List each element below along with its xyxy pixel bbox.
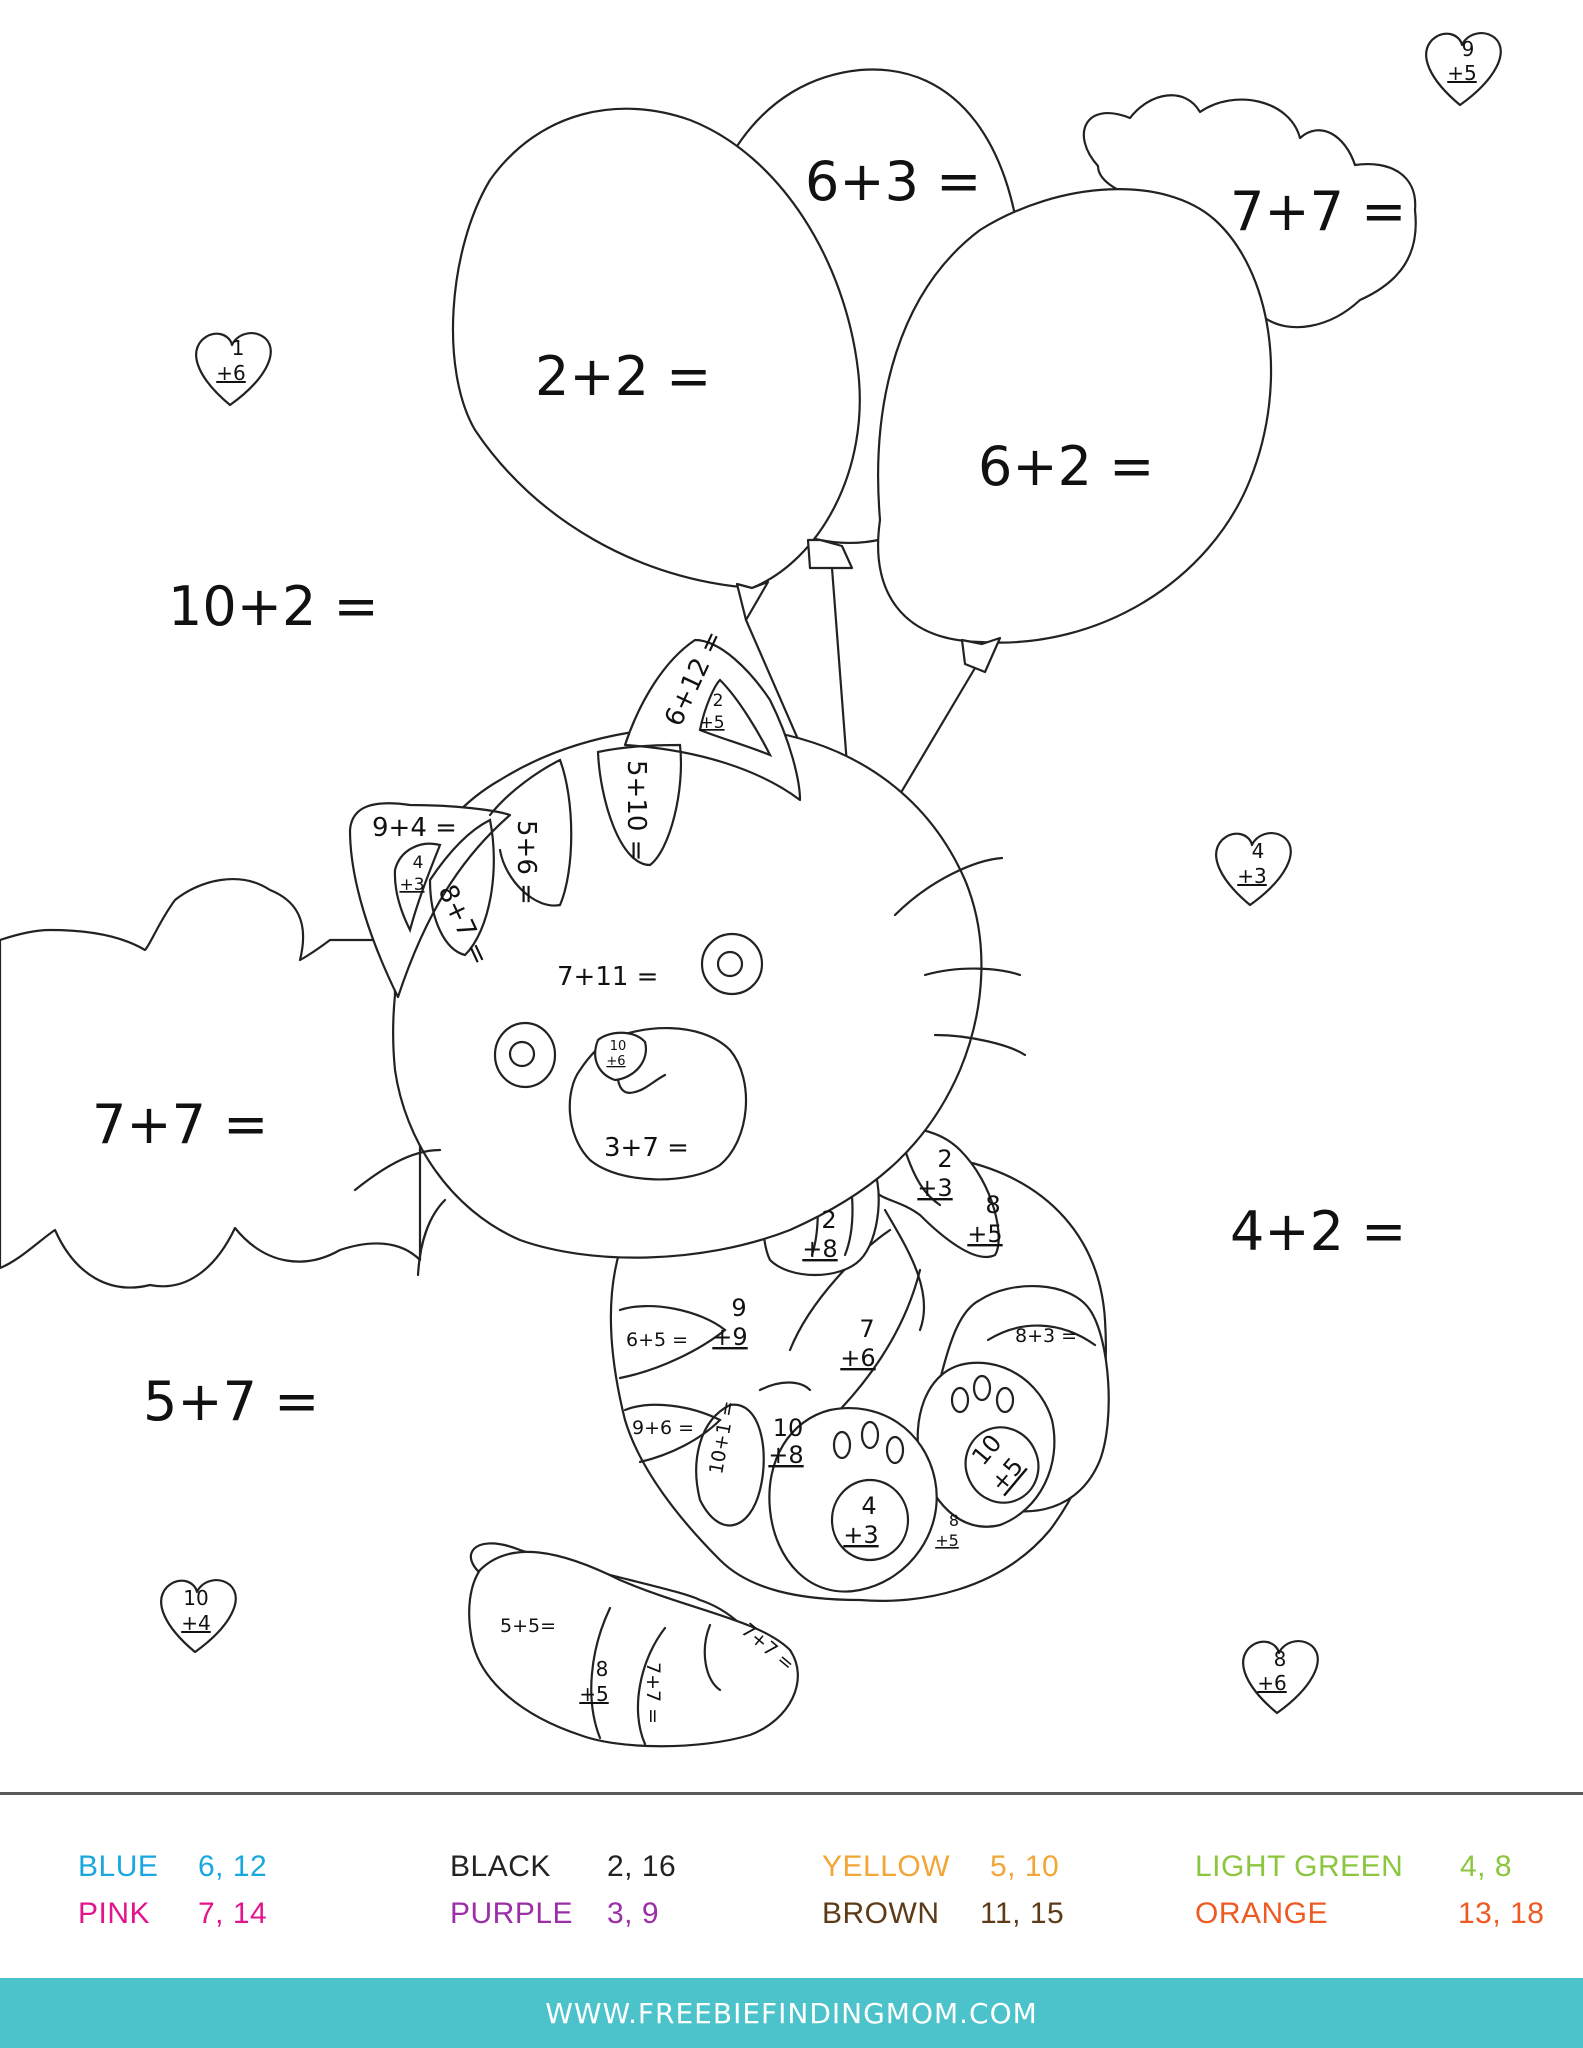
cat-head bbox=[392, 725, 983, 1259]
cat-foot-left-bottom: +3 bbox=[843, 1521, 878, 1549]
left-cloud bbox=[0, 878, 422, 1289]
cat-nose-top: 10 bbox=[610, 1039, 627, 1054]
heart-5-bottom: +6 bbox=[1257, 1671, 1286, 1695]
cat-paw-front-top: 2 bbox=[821, 1206, 836, 1234]
balloon-left-problem: 2+2 = bbox=[535, 345, 711, 408]
heart-mid-right bbox=[1215, 832, 1292, 907]
cat-ear-left-inner-bottom: +3 bbox=[399, 875, 424, 895]
legend-pink-name: PINK bbox=[78, 1897, 151, 1930]
cat-belly-mid-top: 7 bbox=[859, 1315, 874, 1343]
heart-bottom-left bbox=[160, 1579, 237, 1654]
heart-1-top: 9 bbox=[1462, 37, 1475, 61]
cat-hind-stripe-problem: 8+3 = bbox=[1015, 1325, 1077, 1347]
cat-belly-top-top: 9 bbox=[731, 1294, 746, 1322]
cat-face-problem: 7+11 = bbox=[557, 962, 658, 992]
cat-right-ear bbox=[623, 638, 802, 802]
cat-tail-tip-problem: 5+5= bbox=[500, 1615, 556, 1637]
coloring-picture: 6+3 = 2+2 = 6+2 = 7+7 = 10+2 = 7+7 = 4+2… bbox=[0, 32, 1502, 1748]
cat-bow-right-bottom: +5 bbox=[967, 1220, 1002, 1248]
divider-line bbox=[0, 1792, 1583, 1795]
cat-foot-left-top: 4 bbox=[861, 1492, 876, 1520]
legend-light-green-values: 4, 8 bbox=[1460, 1850, 1513, 1883]
cat-belly-top-bottom: +9 bbox=[712, 1323, 747, 1351]
legend-purple-name: PURPLE bbox=[450, 1897, 574, 1930]
cat-leg-a-top: 10 bbox=[773, 1414, 804, 1442]
top-cloud-problem: 7+7 = bbox=[1230, 180, 1406, 243]
heart-top-right bbox=[1425, 32, 1502, 107]
legend-yellow-name: YELLOW bbox=[822, 1850, 951, 1883]
heart-3-bottom: +3 bbox=[1237, 864, 1266, 888]
cat-between-feet-bottom: +5 bbox=[935, 1531, 959, 1550]
problem-4-plus-2: 4+2 = bbox=[1230, 1200, 1406, 1263]
legend-black-name: BLACK bbox=[450, 1850, 551, 1883]
legend-black-values: 2, 16 bbox=[607, 1850, 677, 1883]
cat-bow-knot-top: 2 bbox=[937, 1145, 952, 1173]
heart-1-bottom: +5 bbox=[1447, 61, 1476, 85]
cat-stripe-3-problem: 5+10 = bbox=[621, 760, 651, 861]
balloon-back-problem: 6+3 = bbox=[805, 150, 981, 213]
color-key: BLUE 6, 12 PINK 7, 14 BLACK 2, 16 PURPLE… bbox=[0, 1795, 1583, 1980]
heart-5-top: 8 bbox=[1274, 1647, 1287, 1671]
problem-10-plus-2: 10+2 = bbox=[168, 575, 379, 638]
heart-2-top: 1 bbox=[232, 336, 245, 360]
balloon-left bbox=[451, 107, 861, 590]
cat-ear-left-inner-top: 4 bbox=[413, 853, 424, 873]
heart-left bbox=[195, 332, 272, 407]
cat-stripe-2-problem: 5+6 = bbox=[511, 820, 541, 905]
legend-light-green-name: LIGHT GREEN bbox=[1195, 1850, 1404, 1883]
cat-muzzle-problem: 3+7 = bbox=[604, 1133, 689, 1163]
footer-url[interactable]: WWW.FREEBIEFINDINGMOM.COM bbox=[545, 1996, 1038, 2030]
heart-3-top: 4 bbox=[1252, 839, 1265, 863]
legend-pink-values: 7, 14 bbox=[198, 1897, 268, 1930]
cat-paw-front-bottom: +8 bbox=[802, 1235, 837, 1263]
balloon-left-knot bbox=[735, 580, 770, 622]
legend-orange-values: 13, 18 bbox=[1458, 1897, 1545, 1930]
heart-bottom-right bbox=[1242, 1640, 1319, 1715]
balloon-right bbox=[877, 188, 1273, 644]
legend-brown-values: 11, 15 bbox=[980, 1897, 1065, 1930]
cat-belly-mid-bottom: +6 bbox=[840, 1344, 875, 1372]
cat-bow-right-top: 8 bbox=[985, 1191, 1000, 1219]
balloon-right-knot bbox=[960, 636, 1002, 674]
legend-yellow-values: 5, 10 bbox=[990, 1850, 1060, 1883]
cat-tail-a-bottom: +5 bbox=[579, 1682, 608, 1706]
balloon-back-knot bbox=[806, 538, 854, 570]
cat-tail-body bbox=[468, 1550, 799, 1748]
footer-banner: WWW.FREEBIEFINDINGMOM.COM bbox=[0, 1978, 1583, 2048]
cat-ear-right-inner-bottom: +5 bbox=[699, 713, 724, 733]
legend-orange-name: ORANGE bbox=[1195, 1897, 1329, 1930]
cat-nose bbox=[594, 1031, 648, 1082]
cat-body-stripe-1-problem: 6+5 = bbox=[626, 1329, 688, 1351]
legend-purple-values: 3, 9 bbox=[607, 1897, 660, 1930]
heart-2-bottom: +6 bbox=[216, 361, 245, 385]
heart-4-bottom: +4 bbox=[181, 1611, 210, 1635]
cat-tail-b-problem: 7+7 = bbox=[642, 1662, 664, 1724]
problem-5-plus-7: 5+7 = bbox=[143, 1370, 319, 1433]
heart-4-top: 10 bbox=[183, 1586, 208, 1610]
cat-ear-right-inner-top: 2 bbox=[713, 691, 724, 711]
cat-tail-a-top: 8 bbox=[596, 1657, 609, 1681]
legend-brown-name: BROWN bbox=[822, 1897, 940, 1930]
cat-between-feet-top: 8 bbox=[949, 1511, 959, 1530]
cat-body-stripe-2-problem: 9+6 = bbox=[632, 1417, 694, 1439]
left-cloud-problem: 7+7 = bbox=[92, 1093, 268, 1156]
cat-left-ear bbox=[348, 802, 512, 999]
balloon-right-problem: 6+2 = bbox=[978, 435, 1154, 498]
legend-blue-name: BLUE bbox=[78, 1850, 159, 1883]
cat-bow-knot-bottom: +3 bbox=[917, 1174, 952, 1202]
cat-nose-bottom: +6 bbox=[606, 1054, 625, 1069]
cat-ear-left-problem: 9+4 = bbox=[372, 813, 457, 843]
cat-leg-a-bottom: +8 bbox=[768, 1441, 803, 1469]
legend-blue-values: 6, 12 bbox=[198, 1850, 268, 1883]
